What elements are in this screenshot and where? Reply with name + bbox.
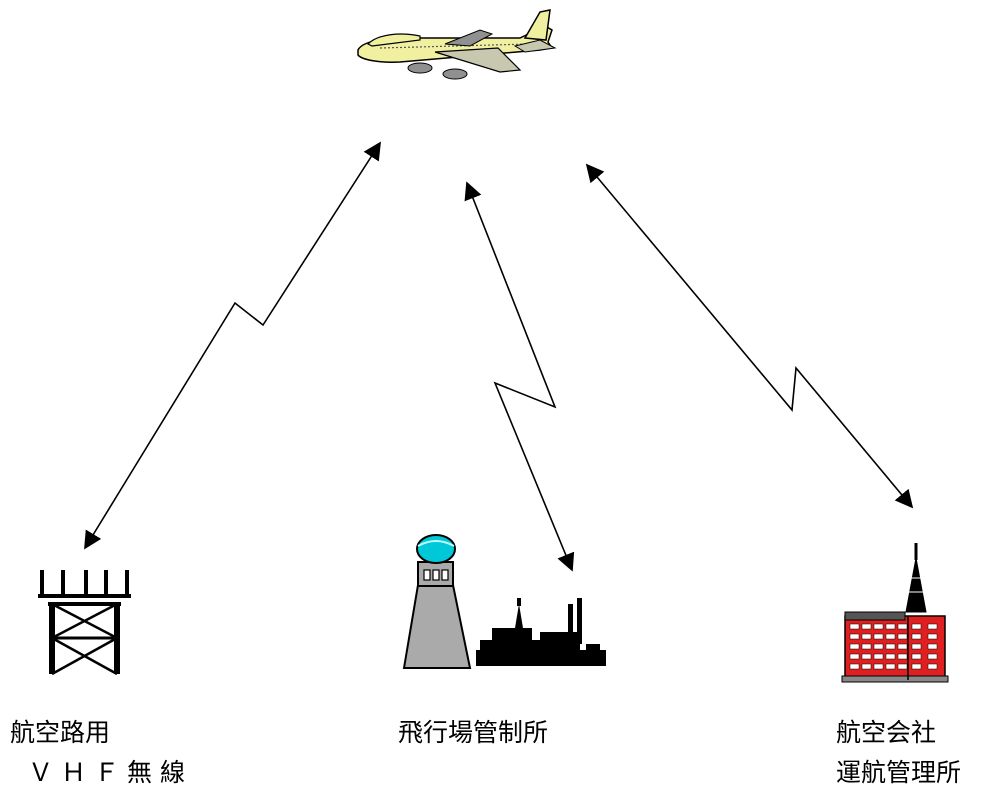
radio-mast-icon — [905, 543, 927, 613]
vhf-antenna-icon — [38, 570, 131, 676]
label-vhf-line2: ＶＨＦ無線 — [28, 758, 194, 787]
label-vhf-radio: 航空路用 ＶＨＦ無線 — [10, 713, 193, 793]
label-airline-ops: 航空会社 運航管理所 — [836, 713, 961, 793]
link-vhf — [84, 141, 381, 550]
label-control-tower: 飛行場管制所 — [398, 713, 548, 753]
link-tower — [464, 181, 575, 572]
airport-facility-icon — [476, 598, 606, 666]
label-tower-line1: 飛行場管制所 — [398, 718, 549, 747]
label-airline-line1: 航空会社 — [836, 718, 937, 747]
label-vhf-line1: 航空路用 — [10, 718, 111, 747]
airplane-icon — [357, 9, 557, 80]
link-airline — [585, 163, 914, 509]
airline-building-icon — [841, 611, 949, 683]
control-tower-icon — [402, 534, 472, 669]
label-airline-line2: 運航管理所 — [836, 758, 962, 787]
